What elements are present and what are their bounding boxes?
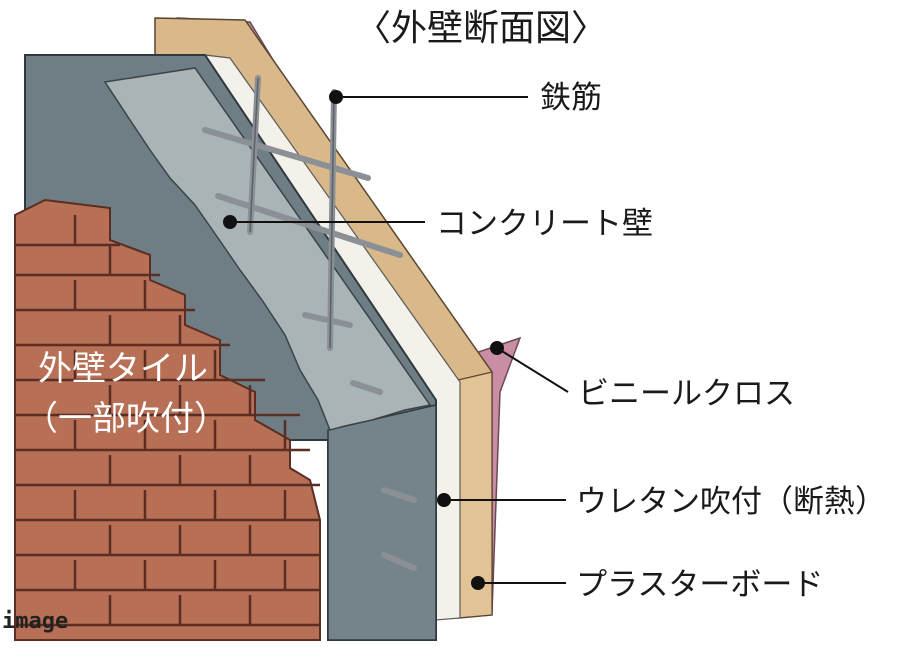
label-vinyl-cloth: ビニールクロス xyxy=(578,376,795,412)
label-concrete-wall: コンクリート壁 xyxy=(436,206,653,242)
label-exterior-tile: 外壁タイル xyxy=(38,349,208,389)
rebar-stub-2 xyxy=(381,487,417,503)
exterior-tile-wall xyxy=(14,198,321,641)
rebar-horizontal-1 xyxy=(202,127,371,181)
leader-lines xyxy=(223,90,569,590)
label-plaster-board: プラスターボード xyxy=(576,567,823,603)
concrete-wall-face xyxy=(327,404,437,641)
label-urethane-insulation: ウレタン吹付（断熱） xyxy=(576,484,886,520)
label-rebar: 鉄筋 xyxy=(540,80,602,116)
rebar-horizontal-3 xyxy=(302,312,353,328)
concrete-core xyxy=(103,67,432,431)
rebar-stub-1 xyxy=(350,380,383,395)
label-partial-spray: （一部吹付） xyxy=(24,399,228,439)
diagram-title: 〈外壁断面図〉 xyxy=(355,8,607,49)
rebar-stub-3 xyxy=(381,552,417,571)
image-note: image xyxy=(2,609,68,634)
rebar-horizontal-2 xyxy=(215,193,403,258)
